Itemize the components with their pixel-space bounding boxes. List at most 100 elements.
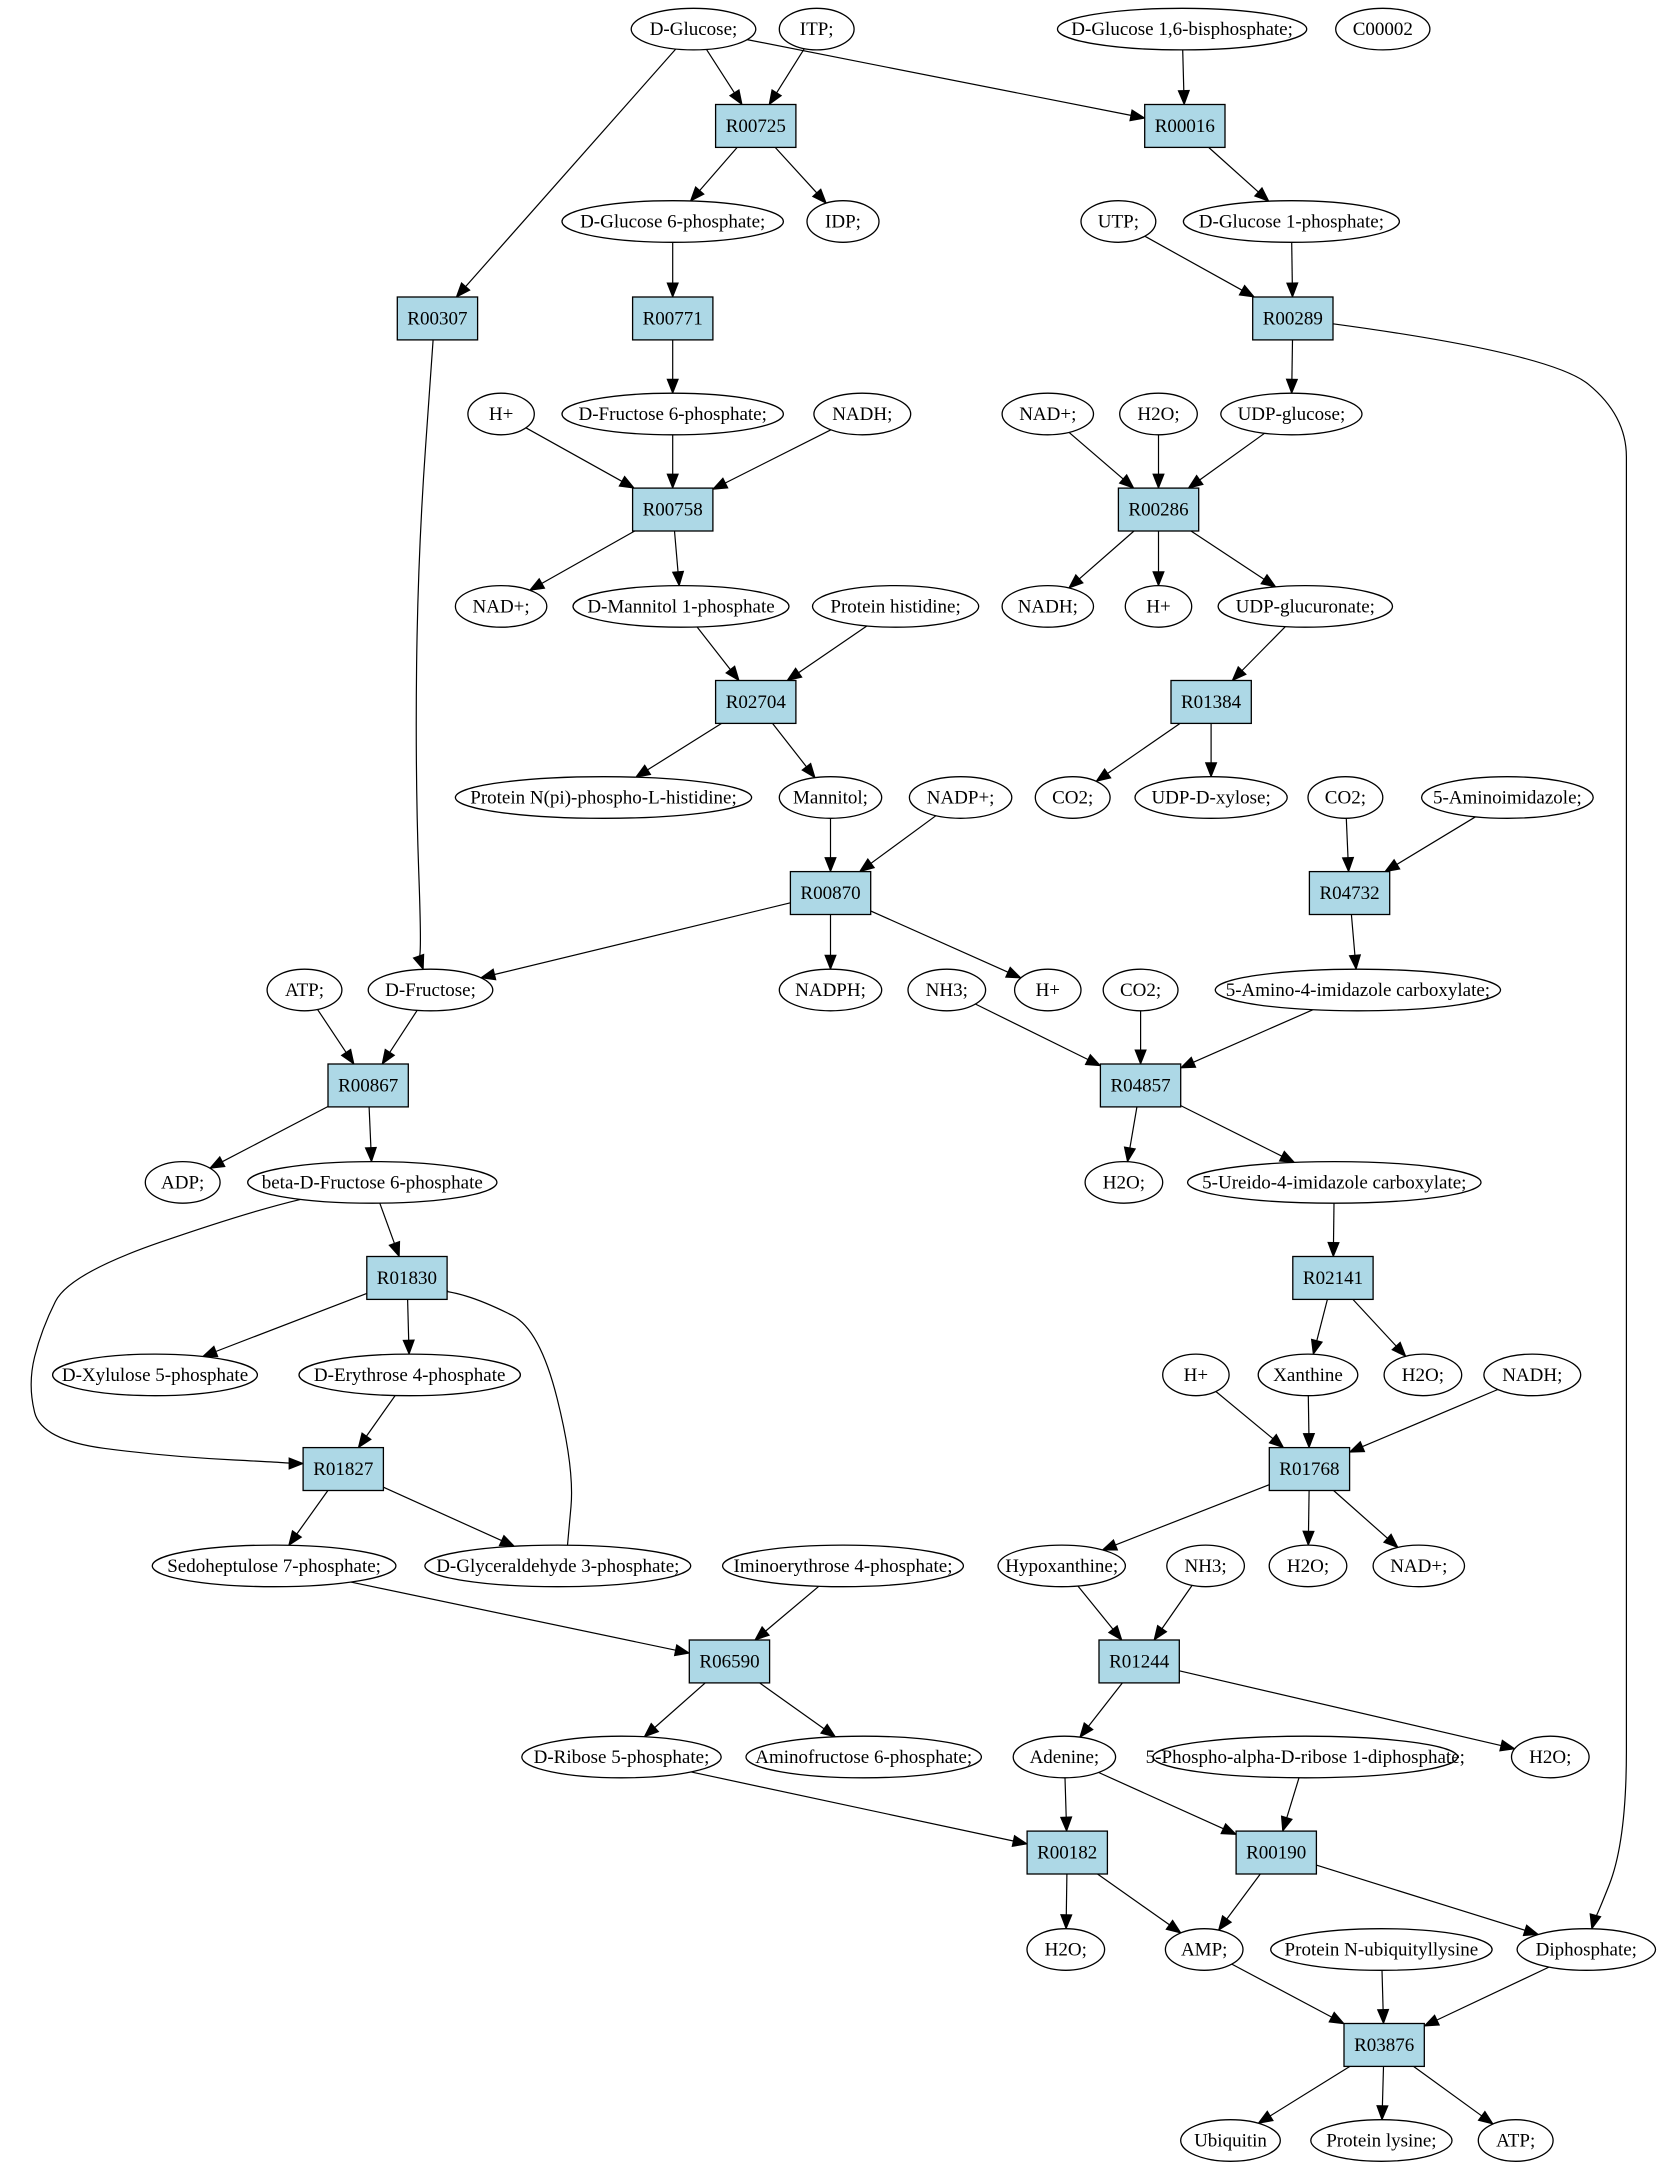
compound-node-glc[interactable]: D-Glucose; [630, 7, 757, 51]
reaction-node-R01244[interactable]: R01244 [1098, 1639, 1180, 1684]
compound-node-atp1[interactable]: ATP; [266, 968, 343, 1012]
compound-node-co2_c[interactable]: CO2; [1102, 968, 1179, 1012]
compound-node-atp2[interactable]: ATP; [1477, 2119, 1554, 2162]
compound-node-udpxyl[interactable]: UDP-D-xylose; [1134, 776, 1288, 819]
reaction-node-R00289[interactable]: R00289 [1252, 296, 1334, 341]
reaction-box [789, 870, 872, 916]
compound-node-mannitol[interactable]: Mannitol; [778, 776, 883, 819]
reaction-node-R00758[interactable]: R00758 [631, 487, 714, 532]
compound-node-utp[interactable]: UTP; [1080, 200, 1157, 243]
compound-node-uic[interactable]: 5-Ureido-4-imidazole carboxylate; [1186, 1160, 1482, 1204]
compound-node-co2_b[interactable]: CO2; [1307, 776, 1384, 819]
compound-node-gap[interactable]: D-Glyceraldehyde 3-phosphate; [424, 1544, 692, 1588]
compound-node-nh3_b[interactable]: NH3; [1166, 1544, 1246, 1588]
compound-node-nadh_x[interactable]: NADH; [1483, 1353, 1582, 1397]
edge-layer [30, 39, 1628, 2125]
arrowhead-hp1-to-R00758 [618, 475, 636, 489]
compound-node-pnhis[interactable]: Protein N(pi)-phospho-L-histidine; [454, 776, 753, 819]
reaction-node-R00182[interactable]: R00182 [1026, 1830, 1109, 1875]
compound-node-ubq[interactable]: Ubiquitin [1180, 2119, 1281, 2162]
compound-node-co2_a[interactable]: CO2; [1034, 776, 1111, 819]
compound-ellipse [1307, 776, 1384, 819]
compound-node-hyp[interactable]: Hypoxanthine; [997, 1544, 1127, 1588]
arrowhead-R01827-to-gap [498, 1534, 516, 1547]
compound-node-amp[interactable]: AMP; [1164, 1928, 1244, 1971]
compound-node-hp_m[interactable]: H+ [1013, 968, 1082, 1012]
compound-node-ppi[interactable]: Diphosphate; [1516, 1928, 1657, 1971]
compound-node-h2o_c[interactable]: H2O; [1026, 1928, 1106, 1971]
compound-node-nadph[interactable]: NADPH; [778, 968, 883, 1012]
edge-phis-to-R02704 [798, 625, 868, 674]
compound-node-nadp_r[interactable]: NAD+; [1001, 392, 1095, 436]
compound-node-h2o_h[interactable]: H2O; [1268, 1544, 1348, 1588]
compound-node-hp1[interactable]: H+ [467, 392, 535, 436]
compound-node-phis[interactable]: Protein histidine; [811, 584, 980, 628]
compound-node-nh3_a[interactable]: NH3; [907, 968, 987, 1012]
compound-node-e4p[interactable]: D-Erythrose 4-phosphate [298, 1353, 522, 1397]
compound-node-bf6p[interactable]: beta-D-Fructose 6-phosphate [247, 1160, 498, 1204]
reaction-node-R00286[interactable]: R00286 [1117, 487, 1200, 532]
compound-node-g1p[interactable]: D-Glucose 1-phosphate; [1182, 200, 1401, 243]
arrowhead-R01768-to-nad_h [1382, 1533, 1399, 1549]
compound-node-plys[interactable]: Protein lysine; [1310, 2119, 1453, 2162]
arrowhead-R00289-to-udpglc [1285, 378, 1299, 395]
compound-node-nadpplus[interactable]: NADP+; [908, 776, 1013, 819]
compound-node-prpp[interactable]: 5-Phospho-alpha-D-ribose 1-diphosphate; [1146, 1735, 1465, 1779]
compound-node-nad_l[interactable]: NAD+; [454, 584, 548, 628]
compound-node-fru[interactable]: D-Fructose; [367, 968, 494, 1012]
reaction-node-R04857[interactable]: R04857 [1099, 1063, 1182, 1108]
compound-node-h2o_b[interactable]: H2O; [1084, 1160, 1164, 1204]
reaction-node-R00725[interactable]: R00725 [714, 103, 797, 149]
arrowhead-s7p-to-R06590 [673, 1643, 691, 1657]
compound-node-m1p[interactable]: D-Mannitol 1-phosphate [572, 584, 790, 628]
arrowhead-R04857-to-uic [1278, 1150, 1296, 1164]
compound-node-aimid[interactable]: 5-Aminoimidazole; [1420, 776, 1594, 819]
compound-node-h2o_x[interactable]: H2O; [1383, 1353, 1463, 1397]
compound-node-xu5p[interactable]: D-Xylulose 5-phosphate [51, 1353, 259, 1397]
compound-node-nad_h[interactable]: NAD+; [1372, 1544, 1466, 1588]
reaction-node-R00190[interactable]: R00190 [1235, 1830, 1318, 1875]
compound-node-ie4p[interactable]: Iminoerythrose 4-phosphate; [721, 1544, 965, 1588]
reaction-node-R00870[interactable]: R00870 [789, 870, 872, 916]
compound-node-g16bp[interactable]: D-Glucose 1,6-bisphosphate; [1056, 7, 1308, 51]
compound-node-hp_x[interactable]: H+ [1162, 1353, 1230, 1397]
reaction-node-R01830[interactable]: R01830 [366, 1255, 448, 1301]
compound-node-nadh_r[interactable]: NADH; [1001, 584, 1095, 628]
reaction-node-R01768[interactable]: R01768 [1268, 1446, 1351, 1492]
compound-node-nadh1[interactable]: NADH; [813, 392, 912, 436]
reaction-node-R01384[interactable]: R01384 [1170, 679, 1252, 725]
reaction-node-R03876[interactable]: R03876 [1343, 2022, 1425, 2068]
compound-node-ade[interactable]: Adenine; [1012, 1735, 1117, 1779]
arrowhead-R03876-to-ubq [1257, 2110, 1274, 2125]
compound-node-udpglcA[interactable]: UDP-glucuronate; [1217, 584, 1394, 628]
compound-node-h2o_a2[interactable]: H2O; [1510, 1735, 1590, 1779]
compound-node-h2o_r1[interactable]: H2O; [1119, 392, 1198, 436]
compound-node-udpglc[interactable]: UDP-glucose; [1220, 392, 1363, 436]
reaction-node-R00016[interactable]: R00016 [1144, 103, 1226, 149]
compound-node-aic[interactable]: 5-Amino-4-imidazole carboxylate; [1214, 968, 1502, 1012]
arrowhead-R00870-to-hp_m [1004, 966, 1023, 979]
reaction-node-R04732[interactable]: R04732 [1308, 870, 1391, 916]
compound-node-itp[interactable]: ITP; [778, 7, 855, 51]
compound-node-c2[interactable]: C00002 [1335, 7, 1431, 51]
edge-R00289-to-ppi [1332, 323, 1628, 1919]
reaction-node-R00867[interactable]: R00867 [327, 1063, 409, 1108]
reaction-node-R01827[interactable]: R01827 [302, 1446, 385, 1492]
compound-node-r5p[interactable]: D-Ribose 5-phosphate; [521, 1735, 722, 1779]
reaction-node-R00771[interactable]: R00771 [631, 296, 714, 341]
compound-node-pnub[interactable]: Protein N-ubiquityllysine [1270, 1928, 1493, 1971]
compound-node-g6p[interactable]: D-Glucose 6-phosphate; [561, 200, 785, 243]
edge-R00307-to-fru [415, 339, 434, 958]
compound-node-xan[interactable]: Xanthine [1257, 1353, 1359, 1397]
reaction-node-R00307[interactable]: R00307 [396, 296, 479, 341]
reaction-node-R02704[interactable]: R02704 [714, 679, 797, 725]
arrowhead-nadh_x-to-R01768 [1348, 1440, 1366, 1453]
reaction-node-R06590[interactable]: R06590 [688, 1639, 771, 1684]
reaction-node-R02141[interactable]: R02141 [1292, 1255, 1374, 1301]
compound-node-idp[interactable]: IDP; [806, 200, 880, 243]
compound-node-adp[interactable]: ADP; [144, 1160, 221, 1204]
compound-node-af6p[interactable]: Aminofructose 6-phosphate; [745, 1735, 983, 1779]
compound-node-hp_r1[interactable]: H+ [1124, 584, 1193, 628]
compound-node-f6p[interactable]: D-Fructose 6-phosphate; [561, 392, 785, 436]
compound-node-s7p[interactable]: Sedoheptulose 7-phosphate; [151, 1544, 397, 1588]
